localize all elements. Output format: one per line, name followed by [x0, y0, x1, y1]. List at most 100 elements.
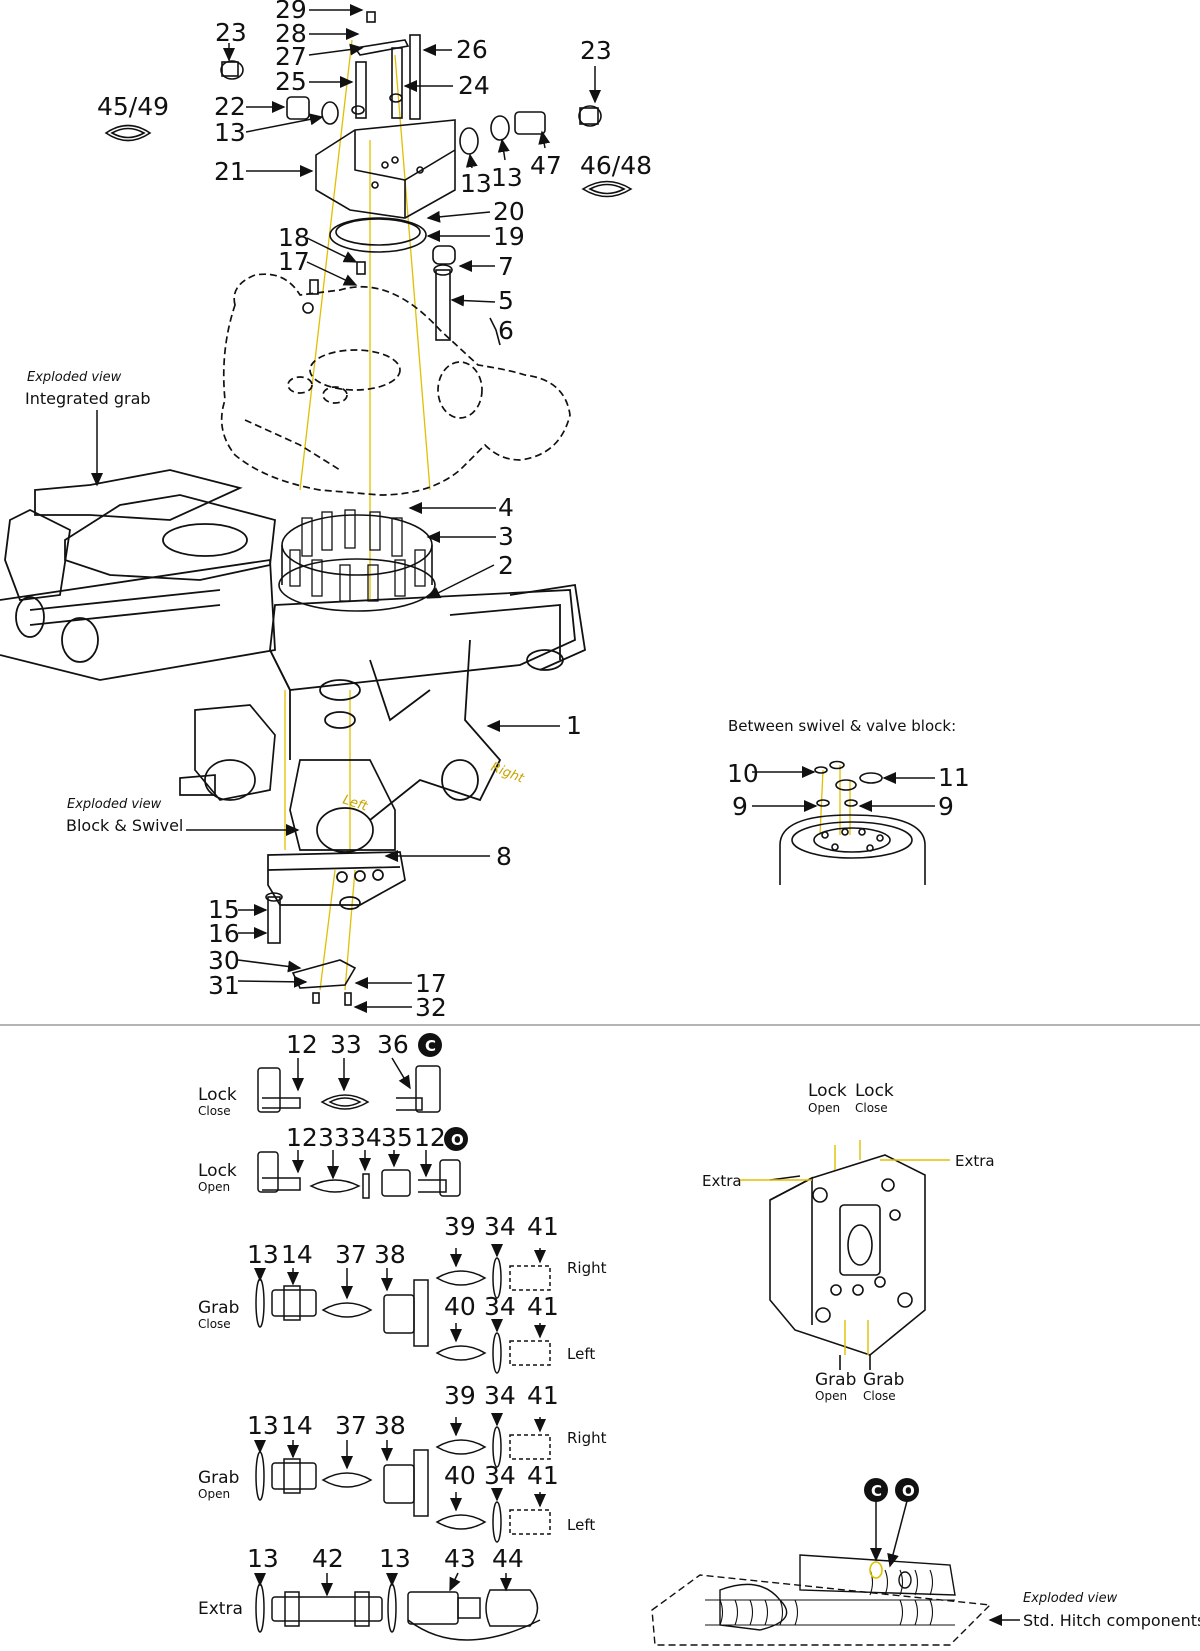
valve-block-labels: Lock Open Lock Close Extra Extra Grab Op… — [702, 1081, 995, 1403]
callout-8: 8 — [496, 842, 512, 871]
callout-27: 27 — [275, 42, 307, 71]
close-marker-row1 — [418, 1033, 442, 1057]
close-marker-hitch — [864, 1478, 888, 1502]
callout-32: 32 — [415, 993, 447, 1022]
row2-label-a: Lock — [198, 1161, 237, 1181]
callout-13-left: 13 — [214, 118, 246, 147]
close-marker-row1-text: C — [425, 1037, 436, 1055]
seal-ring — [329, 217, 427, 253]
callout-19: 19 — [493, 222, 525, 251]
callout-9-right: 9 — [938, 792, 954, 821]
open-marker-row2-text: O — [451, 1131, 464, 1149]
row5-label-a: Extra — [198, 1599, 243, 1619]
port-lock-close-b: Close — [855, 1101, 888, 1115]
callout-25: 25 — [275, 67, 307, 96]
swivel-flange-3 — [278, 509, 436, 612]
callout-13-mid-b: 13 — [491, 163, 523, 192]
row2-part-1: 12 — [286, 1123, 318, 1152]
row4-right-part-2: 34 — [484, 1381, 516, 1410]
row3-part-2: 14 — [281, 1240, 313, 1269]
hose-row-labels: Lock Close 12 33 36 C Lock Open 12 33 34… — [198, 1030, 607, 1619]
row2-label-b: Open — [198, 1180, 230, 1194]
callout-16: 16 — [208, 919, 240, 948]
row-lock-open-parts — [257, 1150, 461, 1199]
row3-right-part-2: 34 — [484, 1212, 516, 1241]
port-grab-close-a: Grab — [863, 1370, 904, 1390]
row5-part-3: 13 — [379, 1544, 411, 1573]
callout-30: 30 — [208, 946, 240, 975]
port-extra-right: Extra — [955, 1152, 995, 1170]
port-lock-close-a: Lock — [855, 1081, 894, 1101]
close-marker-hitch-text: C — [871, 1482, 882, 1500]
callout-6: 6 — [498, 316, 514, 345]
lower-bolts — [265, 892, 357, 1006]
row2-part-4: 35 — [381, 1123, 413, 1152]
top-callouts: 29 28 27 26 25 24 23 23 22 13 45/49 13 1… — [25, 0, 970, 1022]
open-marker-row2 — [444, 1127, 468, 1151]
row-lock-close-parts — [257, 1057, 441, 1113]
callout-24: 24 — [458, 71, 490, 100]
callout-28: 28 — [275, 19, 307, 48]
row5-part-1: 13 — [247, 1544, 279, 1573]
open-marker-hitch — [895, 1478, 919, 1502]
hitch-view — [651, 1500, 1020, 1646]
row3-part-1: 13 — [247, 1240, 279, 1269]
callout-1: 1 — [566, 711, 582, 740]
row4-left-side: Left — [567, 1516, 595, 1534]
row3-right-part-1: 39 — [444, 1212, 476, 1241]
row3-label-b: Close — [198, 1317, 231, 1331]
row3-part-4: 38 — [374, 1240, 406, 1269]
row3-right-part-3: 41 — [527, 1212, 559, 1241]
row4-right-side: Right — [567, 1429, 607, 1447]
hitch-labels: C O Exploded view Std. Hitch components — [864, 1478, 1200, 1630]
row3-left-part-2: 34 — [484, 1292, 516, 1321]
callout-23-left: 23 — [215, 18, 247, 47]
upper-bolts — [351, 11, 421, 120]
leader-lines — [91, 4, 935, 1013]
row4-right-part-3: 41 — [527, 1381, 559, 1410]
hose-components — [254, 1057, 551, 1641]
hitch-caption: Exploded view — [1023, 1591, 1118, 1606]
row3-left-side: Left — [567, 1345, 595, 1363]
row4-part-2: 14 — [281, 1411, 313, 1440]
callout-2: 2 — [498, 551, 514, 580]
row1-label-a: Lock — [198, 1085, 237, 1105]
valve-block-21 — [315, 119, 456, 219]
row5-part-5: 44 — [492, 1544, 524, 1573]
callout-3: 3 — [498, 522, 514, 551]
block-swivel-title: Block & Swivel — [66, 816, 183, 835]
row4-left-part-2: 34 — [484, 1461, 516, 1490]
row1-label-b: Close — [198, 1104, 231, 1118]
plug-23-left — [220, 60, 244, 80]
block-swivel — [179, 704, 406, 910]
callout-7: 7 — [498, 252, 514, 281]
washer-4648 — [581, 180, 633, 198]
row5-part-2: 42 — [312, 1544, 344, 1573]
washer-4549 — [104, 124, 152, 142]
row3-label-a: Grab — [198, 1298, 239, 1318]
row4-left-part-3: 41 — [527, 1461, 559, 1490]
callout-10: 10 — [727, 759, 759, 788]
callout-17-top: 17 — [278, 247, 310, 276]
row4-left-part-1: 40 — [444, 1461, 476, 1490]
row4-part-1: 13 — [247, 1411, 279, 1440]
grab-frame — [0, 469, 586, 821]
callout-17-bottom: 17 — [415, 969, 447, 998]
callout-47: 47 — [530, 151, 562, 180]
row3-right-side: Right — [567, 1259, 607, 1277]
row2-part-5: 12 — [414, 1123, 446, 1152]
open-marker-hitch-text: O — [902, 1482, 915, 1500]
port-grab-open-b: Open — [815, 1389, 847, 1403]
callout-21: 21 — [214, 157, 246, 186]
row4-part-3: 37 — [335, 1411, 367, 1440]
row4-right-part-1: 39 — [444, 1381, 476, 1410]
callout-20: 20 — [493, 197, 525, 226]
callout-5: 5 — [498, 286, 514, 315]
row3-left-part-3: 41 — [527, 1292, 559, 1321]
callout-11: 11 — [938, 763, 970, 792]
row2-part-3: 34 — [350, 1123, 382, 1152]
callout-29: 29 — [275, 0, 307, 24]
row-grab-open-parts — [254, 1413, 551, 1543]
row1-part-2: 33 — [330, 1030, 362, 1059]
callout-46-48: 46/48 — [580, 151, 652, 180]
